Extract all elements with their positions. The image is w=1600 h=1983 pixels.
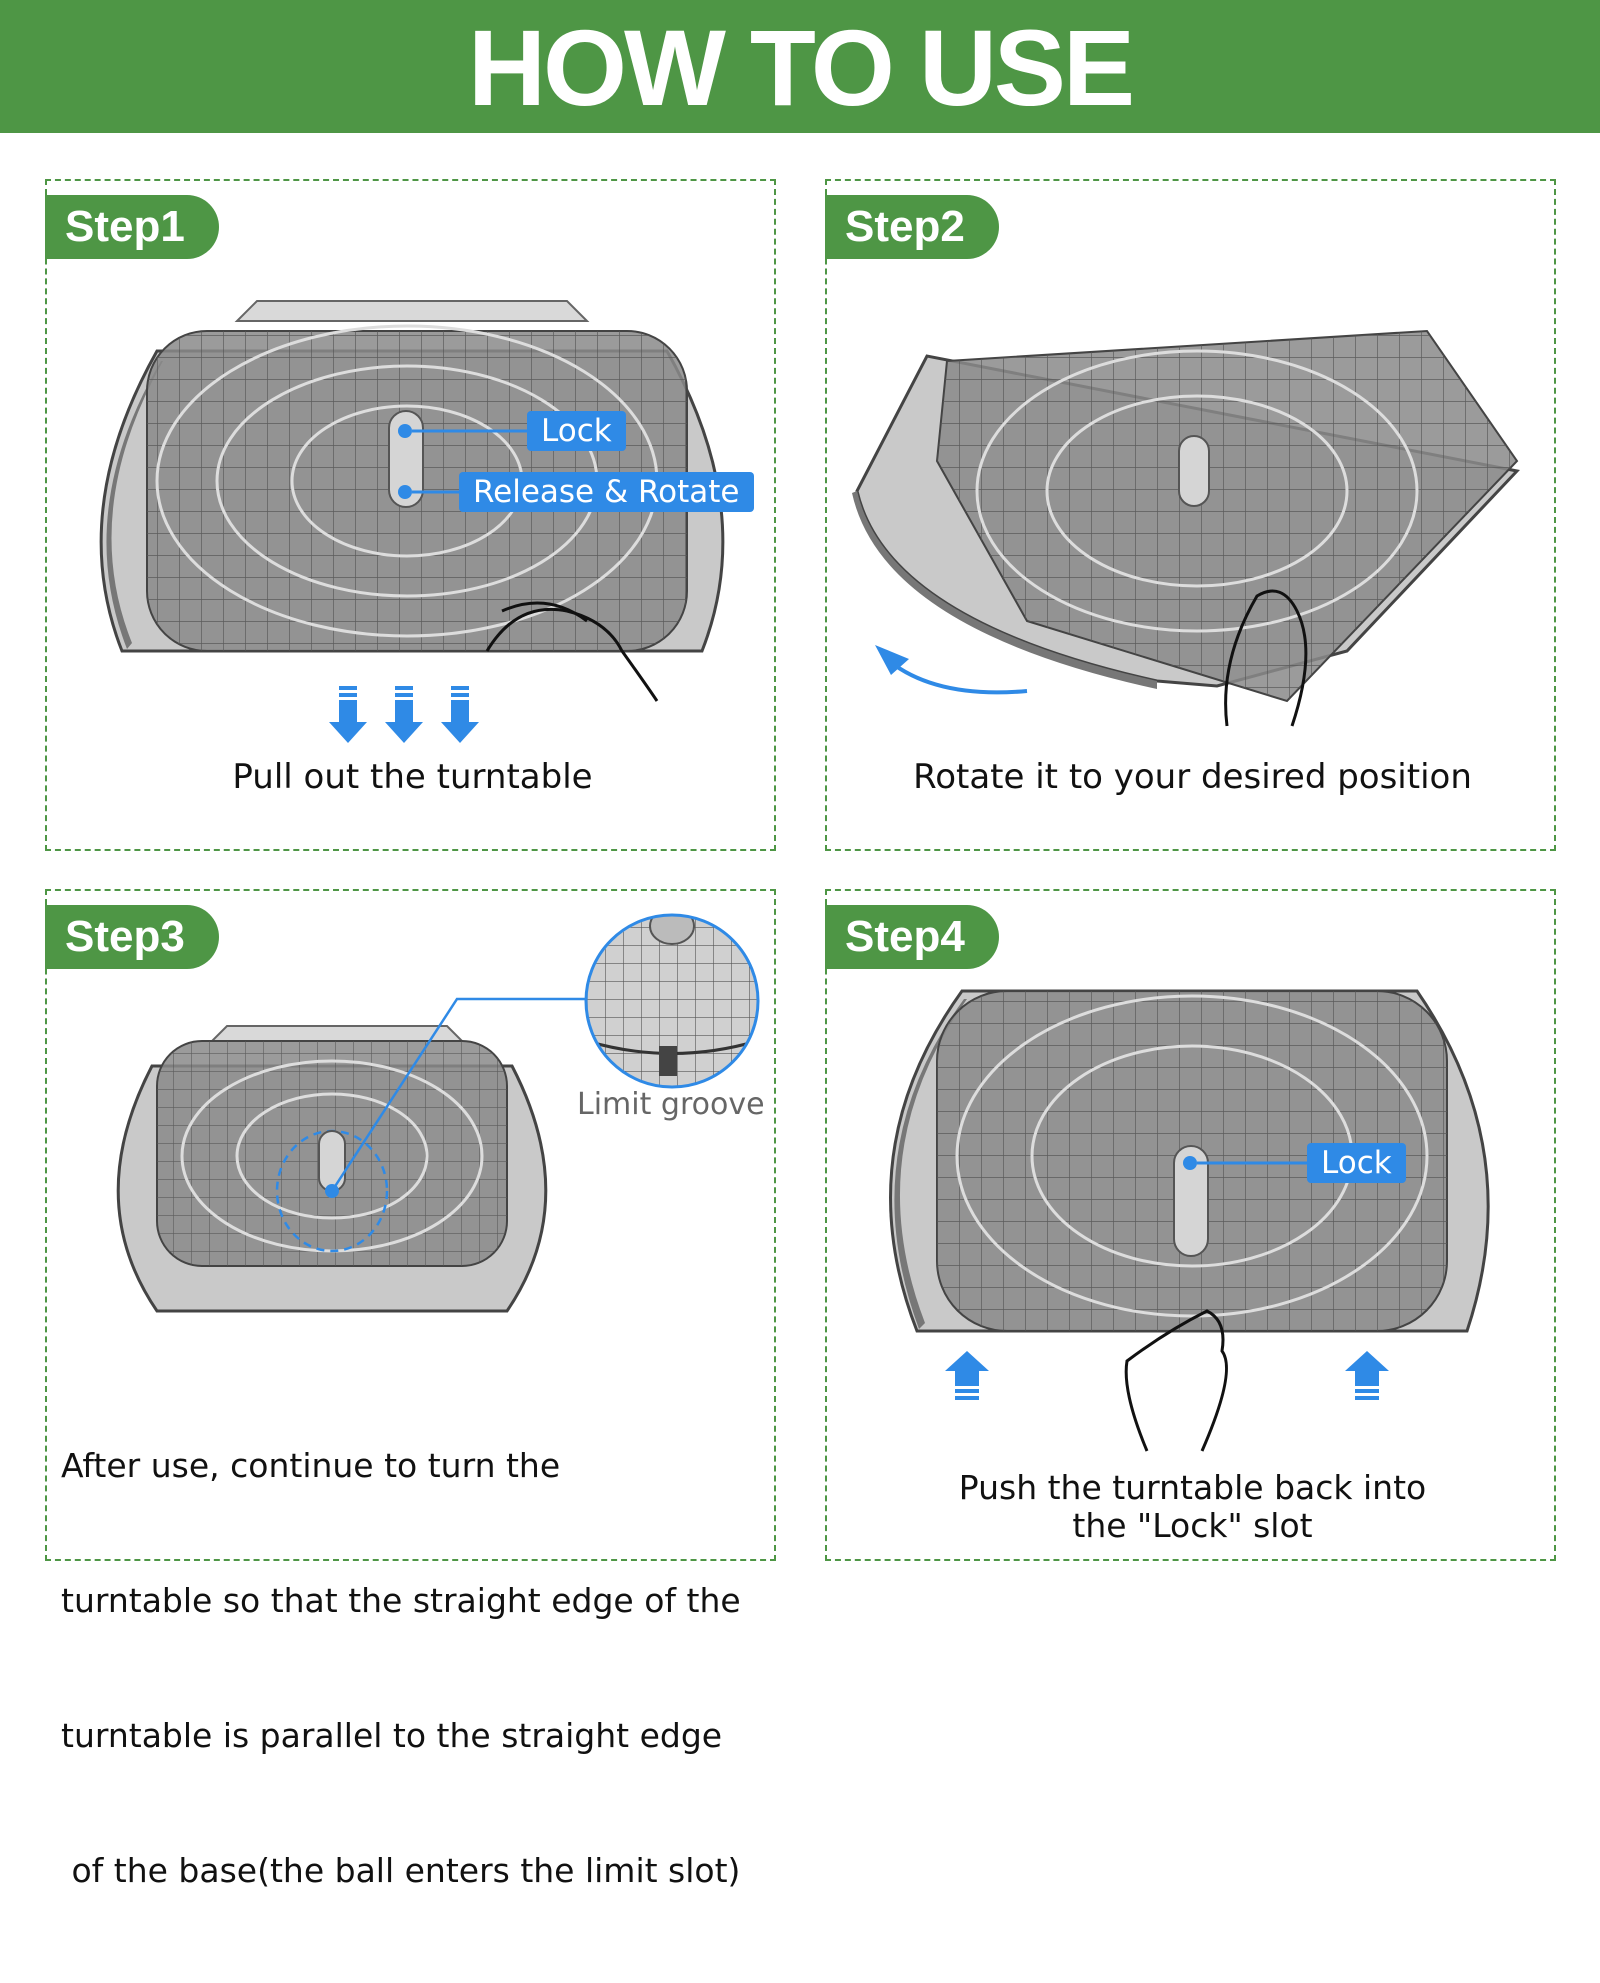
caption-line: of the base(the ball enters the limit sl…	[61, 1851, 741, 1890]
caption-line: Push the turntable back into	[958, 1468, 1427, 1507]
step4-illustration	[889, 989, 1490, 1452]
up-arrow-icon	[945, 1351, 1389, 1400]
step2-badge: Step2	[825, 195, 999, 259]
step1-caption: Pull out the turntable	[232, 757, 593, 797]
hand-icon	[485, 607, 659, 702]
caption-line: After use, continue to turn the	[61, 1446, 561, 1485]
step1-panel: Step1 Lock Release & Rotate Pull out the…	[45, 179, 776, 851]
step1-illustration	[99, 300, 725, 743]
limit-groove-label: Limit groove	[577, 1087, 765, 1122]
step3-caption: After use, continue to turn the turntabl…	[61, 1353, 773, 1983]
down-arrow-icon	[329, 686, 479, 743]
step1-badge: Step1	[45, 195, 219, 259]
lock-callout: Lock	[1307, 1143, 1406, 1183]
lock-callout: Lock	[527, 411, 626, 451]
caption-line: the "Lock" slot	[1072, 1506, 1313, 1545]
step4-panel: Step4 Lock Push the turntable back into …	[825, 889, 1556, 1561]
step2-caption: Rotate it to your desired position	[913, 757, 1472, 797]
header-banner: HOW TO USE	[0, 0, 1600, 133]
rotate-arrow-icon	[875, 645, 1028, 695]
release-rotate-callout: Release & Rotate	[459, 472, 754, 512]
step2-illustration	[852, 329, 1520, 727]
step4-caption: Push the turntable back into the "Lock" …	[827, 1469, 1558, 1545]
page-title: HOW TO USE	[467, 7, 1135, 128]
caption-line: turntable so that the straight edge of t…	[61, 1581, 741, 1620]
hand-icon	[1224, 589, 1308, 727]
step4-badge: Step4	[825, 905, 999, 969]
step3-panel: Step3 Limit groove After use, continue t…	[45, 889, 776, 1890]
caption-line: turntable is parallel to the straight ed…	[61, 1716, 723, 1755]
hand-icon	[1124, 1309, 1228, 1452]
step3-badge: Step3	[45, 905, 219, 969]
zoom-detail	[586, 915, 758, 1087]
step3-illustration	[116, 913, 760, 1313]
step2-panel: Step2 Rotate it to your desired position	[825, 179, 1556, 851]
